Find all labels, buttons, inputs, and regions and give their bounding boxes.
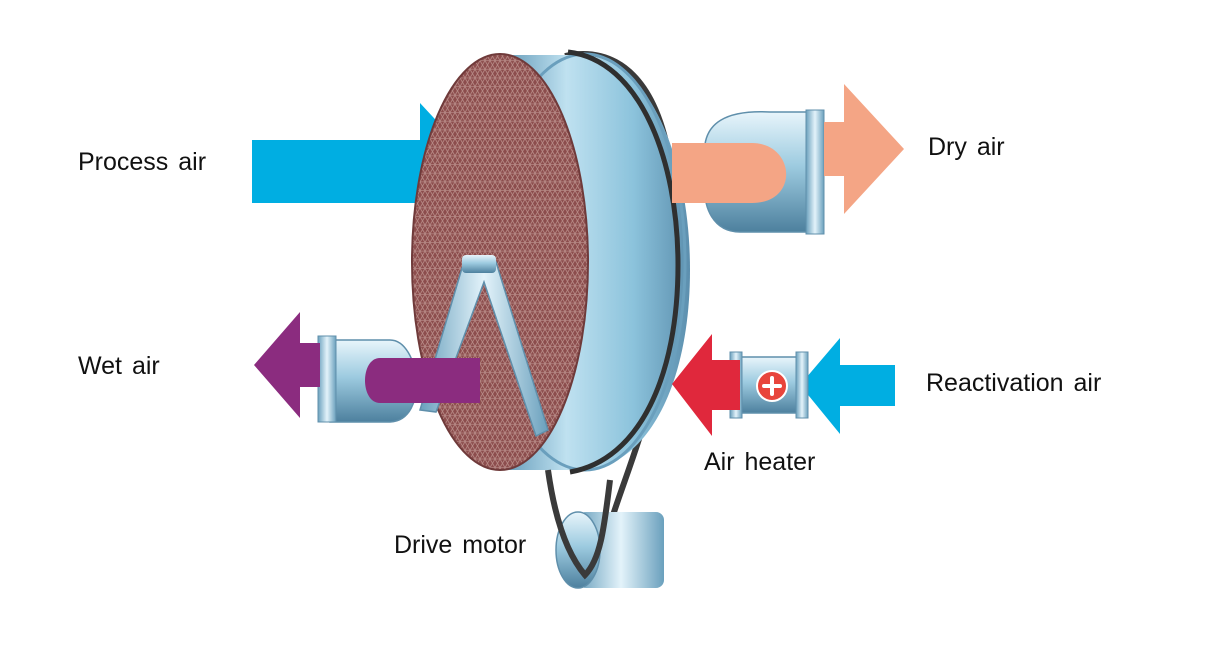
drive-belt-lower (545, 469, 613, 580)
wet-air-arrow (254, 312, 320, 418)
wet-air-label: Wet air (78, 352, 160, 380)
reactivation-air-label: Reactivation air (926, 369, 1102, 397)
drive-motor-body (578, 512, 664, 588)
air-heater-flange-right (795, 351, 809, 419)
reactivation-air-arrow (800, 338, 895, 434)
dry-air-arrow (824, 84, 904, 214)
heated-air-arrow (672, 334, 740, 436)
dry-air-label: Dry air (928, 133, 1005, 161)
air-heater-label: Air heater (704, 448, 816, 476)
divider-hub (462, 255, 496, 273)
process-air-label: Process air (78, 148, 207, 176)
dry-air-fan-flange (805, 109, 825, 235)
wet-air-duct (365, 358, 480, 403)
drive-motor-label: Drive motor (394, 531, 527, 559)
dry-air-duct-inner (672, 143, 787, 203)
drive-motor-end (555, 511, 601, 589)
plus-icon (756, 370, 788, 402)
rotor-belt-groove (567, 49, 681, 475)
wet-air-fan-flange (317, 335, 337, 423)
